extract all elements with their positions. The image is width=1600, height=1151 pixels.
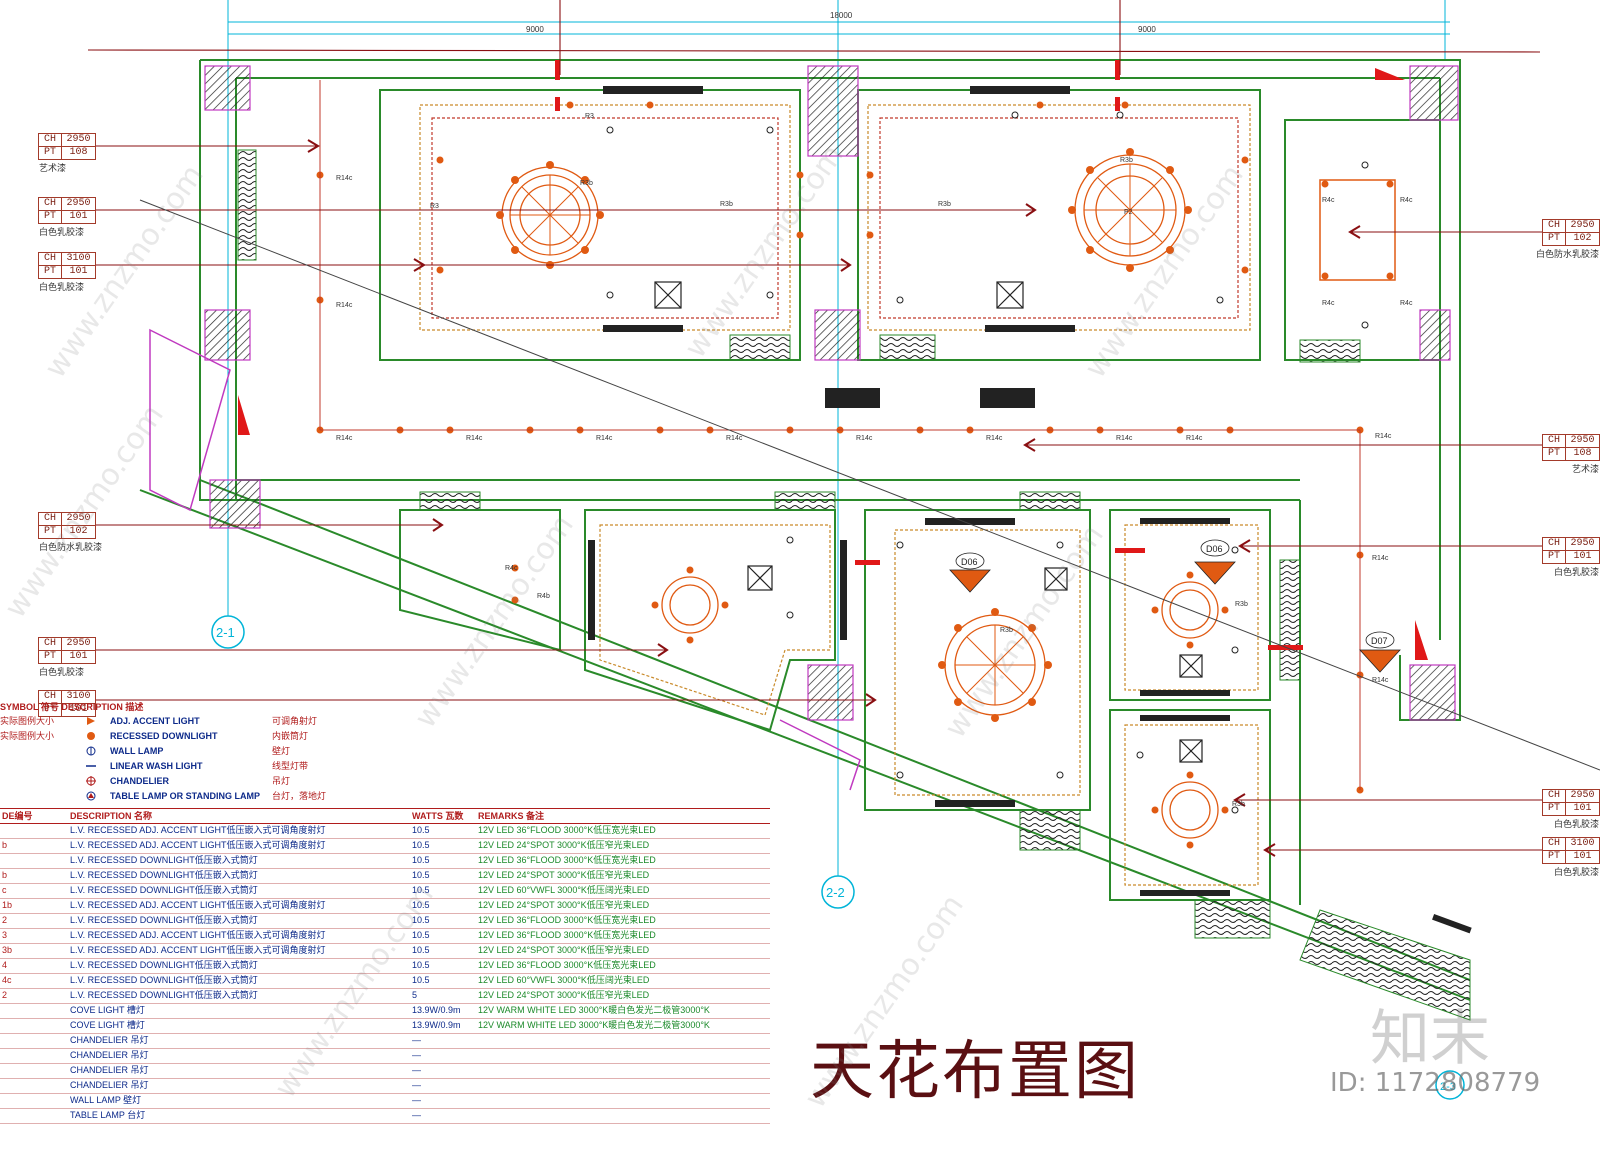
dim-right: 9000 [1138, 25, 1156, 34]
section-marks [211, 615, 1465, 1100]
diagonal-reference-line [139, 199, 1600, 771]
label-r14c-g: R14c [856, 435, 873, 442]
table-row: TABLE LAMP 台灯— [0, 1108, 770, 1124]
linear-wash-icon [86, 765, 96, 767]
label-r3b-f: R3b [1235, 601, 1248, 608]
wood-panels [237, 149, 1471, 1021]
label-r3-b: R3 [430, 203, 439, 210]
dim-overall: 18000 [830, 11, 853, 20]
door-tag-d06-a: D06 [961, 557, 978, 567]
label-r14c-f: R14c [726, 435, 743, 442]
cove-lights [419, 104, 1259, 886]
table-row: CHANDELIER 吊灯— [0, 1048, 770, 1064]
label-r14c-j: R14c [1186, 435, 1203, 442]
label-r14c-h: R14c [986, 435, 1003, 442]
leader-arrows [307, 139, 1361, 857]
chandelier-icon [86, 776, 96, 786]
label-r14c-d: R14c [466, 435, 483, 442]
door-tag-ovals [955, 539, 1395, 649]
label-r3b-d: R3b [938, 201, 951, 208]
label-r4b: R4b [537, 593, 550, 600]
label-r3b-e: R3b [1000, 627, 1013, 634]
section-mark-2-2: 2-2 [826, 885, 845, 900]
label-r14c-i: R14c [1116, 435, 1133, 442]
label-r3b-c: R3b [1120, 157, 1133, 164]
drawing-title: 天花布置图 [810, 1035, 1140, 1109]
label-r4c-e: R4c [505, 565, 518, 572]
table-row: CHANDELIER 吊灯— [0, 1078, 770, 1094]
schedule-header: DE编号 DESCRIPTION 名称 WATTS 瓦数 REMARKS 备注 [0, 808, 770, 824]
label-r14c-e: R14c [596, 435, 613, 442]
label-r4c-b: R4c [1400, 197, 1413, 204]
label-r4c-c: R4c [1322, 300, 1335, 307]
label-r4c-a: R4c [1322, 197, 1335, 204]
label-r3-a: R3 [585, 113, 594, 120]
linear-lights [588, 86, 1472, 934]
door-tag-symbols [949, 561, 1401, 673]
dim-left: 9000 [526, 25, 544, 34]
label-r3b-b: R3b [720, 201, 733, 208]
label-r14c-m: R14c [1372, 677, 1389, 684]
label-r3b-g: R3b [1232, 801, 1245, 808]
watermark-logo: 知末 [1370, 1004, 1490, 1074]
access-panels [654, 281, 1203, 763]
table-lamp-icon [86, 791, 96, 801]
door-tag-d07: D07 [1371, 636, 1388, 646]
door-tag-d06-b: D06 [1206, 544, 1223, 554]
table-row: CHANDELIER 吊灯— [0, 1033, 770, 1049]
columns [204, 65, 1459, 721]
wall-diagonal-purple [149, 328, 861, 791]
label-r14c-a: R14c [336, 175, 353, 182]
fixture-labels: R3 R3 R3b R3b R3b R3b R3b R3b R3b R14c R… [336, 113, 1413, 808]
table-row: WALL LAMP 壁灯— [0, 1093, 770, 1109]
small-downlights [606, 111, 1369, 814]
accent-light-icon [87, 717, 95, 725]
rect-ceiling-r4c [1319, 179, 1396, 281]
label-r4c-d: R4c [1400, 300, 1413, 307]
label-r14c-k: R14c [1375, 433, 1392, 440]
chandelier-spokes [510, 164, 1176, 705]
label-r3b-a: R3b [580, 180, 593, 187]
legend-header: SYMBOL 符号 DESCRIPTION 描述 [0, 702, 144, 712]
label-p2: P2 [1124, 209, 1133, 216]
downlight-icon [87, 732, 95, 740]
leader-lines [87, 0, 1545, 851]
watermark-id: ID: 1172808779 [1330, 1068, 1541, 1098]
table-row: L.V. RECESSED ADJ. ACCENT LIGHT低压嵌入式可调角度… [0, 823, 770, 839]
label-r14c-c: R14c [336, 435, 353, 442]
table-row: CHANDELIER 吊灯— [0, 1063, 770, 1079]
label-r14c-l: R14c [1372, 555, 1389, 562]
label-r14c-b: R14c [336, 302, 353, 309]
chandelier-bulbs [496, 148, 1394, 849]
wall-lamp-icon [86, 746, 96, 756]
section-mark-2-3: 2-3 [1440, 1081, 1456, 1093]
section-mark-2-1: 2-1 [216, 625, 235, 640]
